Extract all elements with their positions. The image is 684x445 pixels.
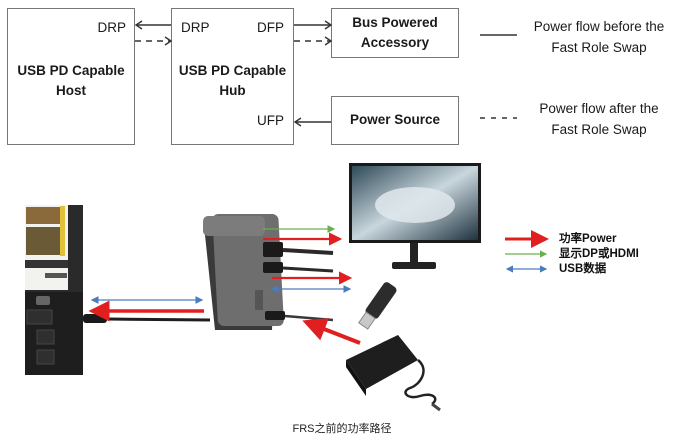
legend-dashed-line2: Fast Role Swap — [551, 122, 647, 137]
legend-solid-text: Power flow before the Fast Role Swap — [524, 16, 674, 58]
arrow-power-adapter-to-hub — [302, 318, 361, 345]
monitor-image — [349, 163, 481, 269]
hub-box: DRP DFP UFP USB PD Capable Hub — [171, 8, 294, 145]
usb-dongle-image — [358, 282, 397, 330]
power-source-title: Power Source — [349, 112, 441, 127]
arrow-hub-to-accessory-dashed — [294, 36, 333, 46]
host-port-drp: DRP — [97, 20, 126, 35]
hub-port-ufp: UFP — [257, 113, 284, 128]
usb-c-cable — [83, 314, 211, 323]
legend-display-label: 显示DP或HDMI — [559, 248, 639, 260]
host-title-line2: Host — [56, 83, 86, 98]
accessory-title-line2: Accessory — [360, 35, 430, 50]
legend-solid-line2: Fast Role Swap — [551, 40, 647, 55]
host-box: DRP USB PD Capable Host — [7, 8, 135, 145]
accessory-title: Bus Powered Accessory — [332, 13, 458, 53]
host-title-line1: USB PD Capable — [17, 63, 125, 78]
legend-solid-line1: Power flow before the — [533, 19, 665, 34]
legend-power-label: 功率Power — [559, 233, 617, 245]
arrow-hub-to-host-solid — [134, 20, 171, 30]
arrow-power-source-to-hub-solid — [293, 117, 331, 127]
host-title: USB PD Capable Host — [8, 61, 134, 101]
arrow-host-to-hub-dashed — [135, 36, 173, 46]
accessory-title-line1: Bus Powered — [352, 15, 438, 30]
hub-port-drp: DRP — [181, 20, 210, 35]
hub-port-dfp: DFP — [257, 20, 284, 35]
hub-title-line1: USB PD Capable — [178, 63, 287, 78]
legend-dashed-text: Power flow after the Fast Role Swap — [524, 98, 674, 140]
arrow-hub-to-accessory-solid — [294, 20, 333, 30]
accessory-box: Bus Powered Accessory — [331, 8, 459, 58]
usb-c-hub-image — [203, 214, 334, 330]
legend-usb-label: USB数据 — [559, 263, 607, 275]
hub-title-line2: Hub — [219, 83, 246, 98]
power-adapter-image — [346, 335, 441, 412]
legend-dashed-line1: Power flow after the — [539, 101, 659, 116]
figure-caption: FRS之前的功率路径 — [292, 423, 392, 435]
hub-title: USB PD Capable Hub — [172, 61, 293, 101]
power-source-box: Power Source — [331, 96, 459, 145]
laptop-image — [25, 205, 83, 375]
